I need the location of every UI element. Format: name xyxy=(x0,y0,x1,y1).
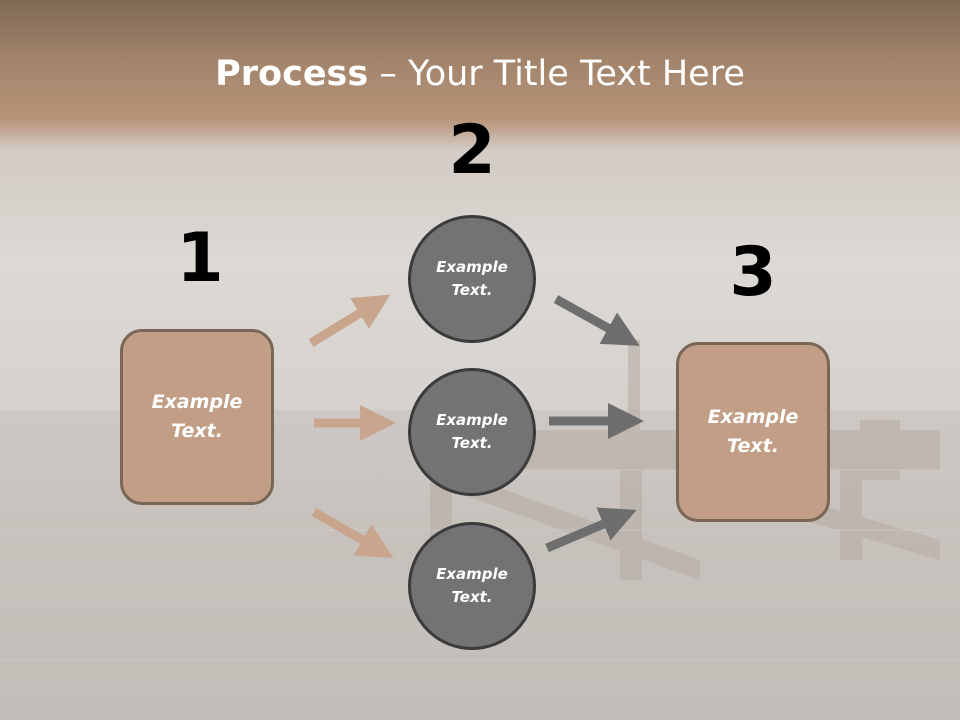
step-3-box: Example Text. xyxy=(676,342,830,522)
step-2-circle-top: Example Text. xyxy=(408,215,536,343)
step-2-text-middle: Example Text. xyxy=(436,411,508,452)
step-number-2: 2 xyxy=(448,111,496,190)
step-2-text-bottom: Example Text. xyxy=(436,565,508,606)
step-number-3: 3 xyxy=(729,233,777,312)
step-number-1: 1 xyxy=(176,219,224,298)
arrow-2-top-to-3 xyxy=(553,295,640,346)
title-bold: Process xyxy=(215,54,369,94)
title-rest: – Your Title Text Here xyxy=(368,54,745,94)
step-1-box: Example Text. xyxy=(120,329,274,505)
arrow-2-bottom-to-3 xyxy=(545,507,637,553)
step-3-text: Example Text. xyxy=(707,406,799,457)
arrow-1-to-2-bottom xyxy=(311,508,394,559)
step-1-text: Example Text. xyxy=(151,391,243,442)
step-2-circle-middle: Example Text. xyxy=(408,368,536,496)
arrow-1-to-2-top xyxy=(308,294,391,347)
step-2-text-top: Example Text. xyxy=(436,258,508,299)
slide-title: Process – Your Title Text Here xyxy=(0,52,960,96)
step-2-circle-bottom: Example Text. xyxy=(408,522,536,650)
